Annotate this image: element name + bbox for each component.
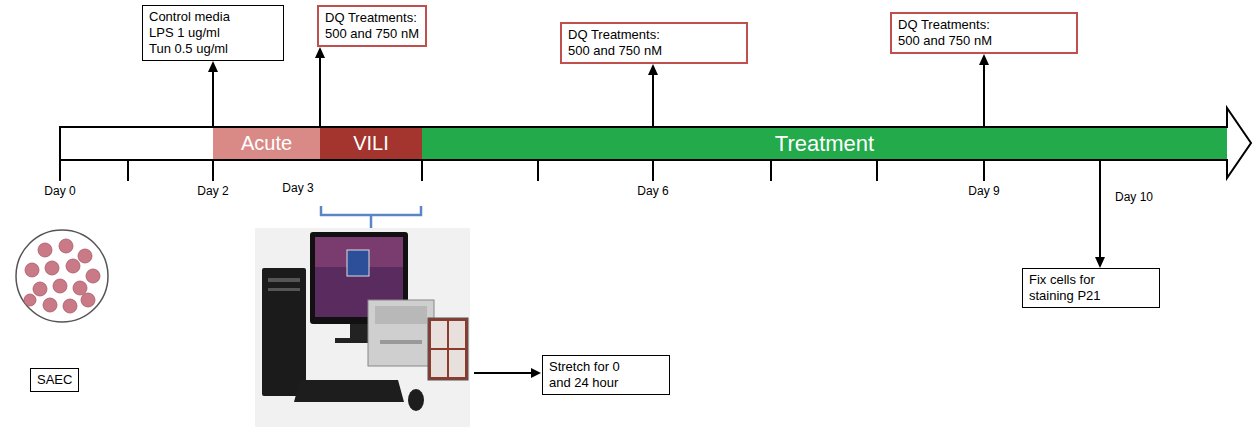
box-text: Fix cells for staining P21 bbox=[1029, 272, 1129, 304]
arrowhead bbox=[1095, 257, 1105, 268]
box-text: Control media bbox=[149, 9, 277, 25]
device-arrowhead bbox=[531, 368, 541, 378]
device-arrow bbox=[474, 372, 532, 374]
cell-label-box: SAEC bbox=[30, 368, 79, 392]
vili-bracket bbox=[321, 206, 421, 228]
day-text: Day 2 bbox=[196, 184, 229, 198]
phase-band: Acute bbox=[213, 127, 320, 160]
box-text: Stretch for 0 and 24 hour bbox=[549, 359, 644, 391]
treatment-box: DQ Treatments:500 and 750 nM bbox=[317, 5, 427, 47]
cell-dish bbox=[16, 230, 108, 322]
box-text: LPS 1 ug/ml bbox=[149, 25, 277, 41]
box-text: SAEC bbox=[37, 372, 72, 388]
day-label: Day 3 bbox=[281, 181, 314, 195]
box-text: Tun 0.5 ug/ml bbox=[149, 41, 277, 57]
arrowhead bbox=[648, 64, 658, 75]
arrowhead bbox=[315, 47, 325, 58]
treatment-box: DQ Treatments:500 and 750 nM bbox=[890, 12, 1078, 54]
flexcell-device bbox=[255, 228, 470, 427]
timeline-arrow-connector bbox=[1095, 160, 1105, 268]
box-text: 500 and 750 nM bbox=[898, 33, 1070, 49]
timeline-arrow-connector bbox=[208, 61, 218, 127]
box-text: DQ Treatments: bbox=[568, 27, 740, 43]
phase-band: VILI bbox=[320, 127, 422, 160]
day-text: Day 10 bbox=[1114, 190, 1154, 204]
connector-line bbox=[652, 74, 654, 127]
day-label: Day 10 bbox=[1114, 190, 1154, 204]
day-text: Day 0 bbox=[43, 184, 76, 198]
box-text: Treatment bbox=[775, 131, 874, 157]
arrowhead bbox=[979, 54, 989, 65]
treatment-box: DQ Treatments:500 and 750 nM bbox=[560, 22, 748, 64]
step-box: Stretch for 0 and 24 hour bbox=[542, 355, 670, 395]
box-text: VILI bbox=[353, 132, 389, 155]
box-text: DQ Treatments: bbox=[898, 17, 1070, 33]
day-text: Day 6 bbox=[636, 184, 669, 198]
day-label: Day 6 bbox=[636, 184, 669, 198]
timeline-arrow bbox=[60, 108, 1251, 178]
arrowhead bbox=[208, 61, 218, 72]
timeline-arrow-connector bbox=[315, 47, 325, 127]
box-text: 500 and 750 nM bbox=[325, 26, 419, 42]
condition-box: Control mediaLPS 1 ug/mlTun 0.5 ug/ml bbox=[142, 5, 284, 61]
day-label: Day 9 bbox=[967, 184, 1000, 198]
box-text: 500 and 750 nM bbox=[568, 43, 740, 59]
day-text: Day 3 bbox=[281, 181, 314, 195]
phase-band: Treatment bbox=[422, 127, 1227, 160]
day-label: Day 0 bbox=[43, 184, 76, 198]
tick-marks bbox=[60, 160, 984, 181]
connector-line bbox=[1099, 160, 1101, 258]
connector-line bbox=[212, 71, 214, 127]
timeline-arrow-connector bbox=[979, 54, 989, 127]
connector-line bbox=[319, 57, 321, 127]
box-text: DQ Treatments: bbox=[325, 10, 419, 26]
day-label: Day 2 bbox=[196, 184, 229, 198]
day-text: Day 9 bbox=[967, 184, 1000, 198]
timeline-arrow-connector bbox=[648, 64, 658, 127]
step-box: Fix cells for staining P21 bbox=[1022, 268, 1160, 308]
connector-line bbox=[983, 64, 985, 127]
box-text: Acute bbox=[241, 132, 292, 155]
